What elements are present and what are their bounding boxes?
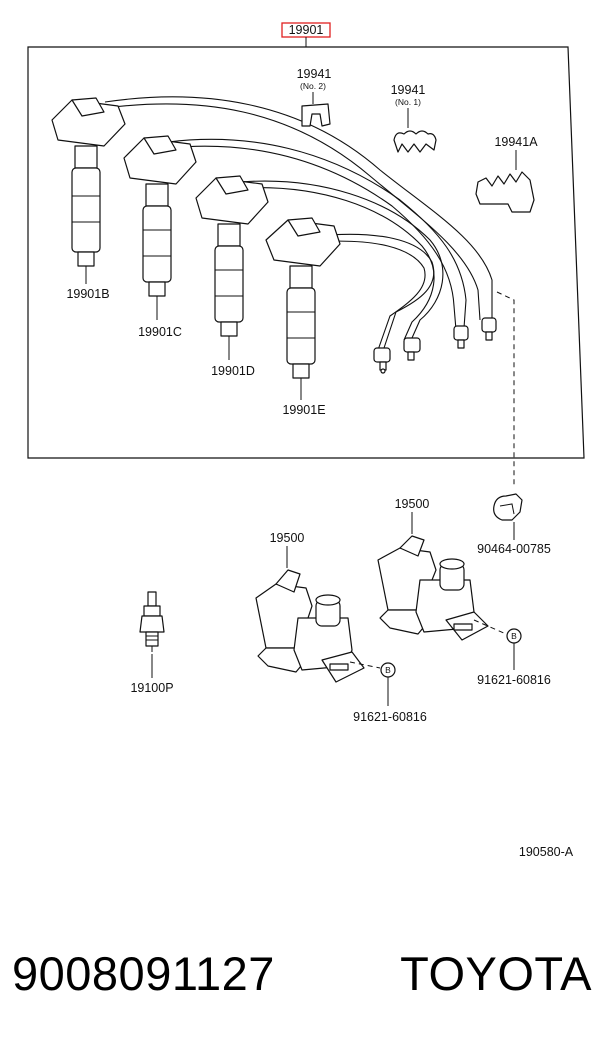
cord-boot-b	[51, 97, 126, 267]
label-coil-left: 19500	[270, 531, 305, 545]
label-coil-right: 19500	[395, 497, 430, 511]
holder-no1	[393, 130, 437, 153]
label-cord-e: 19901E	[282, 403, 325, 417]
label-bolt-left: 91621-60816	[353, 710, 427, 724]
bolt-marker-left-label: B	[385, 665, 391, 675]
label-holder-a: 19941A	[494, 135, 538, 149]
wire-terminals	[373, 317, 497, 374]
ignition-coil-left	[255, 569, 365, 683]
assembly-label: 19901	[289, 23, 324, 37]
figure-reference: 190580-A	[519, 845, 574, 859]
label-cord-b: 19901B	[66, 287, 109, 301]
assembly-frame	[27, 46, 585, 459]
cord-boot-c	[123, 135, 197, 297]
label-spark-plug: 19100P	[130, 681, 173, 695]
holder-a	[475, 171, 535, 213]
spark-plug	[139, 591, 165, 652]
bolt-marker-right-label: B	[511, 631, 517, 641]
label-bolt-right: 91621-60816	[477, 673, 551, 687]
cord-boot-d	[195, 175, 269, 337]
label-holder-no1-sub: (No. 1)	[395, 97, 421, 107]
footer: 9008091127 TOYOTA	[12, 938, 592, 1008]
cord-boot-e	[265, 217, 341, 379]
clamp	[493, 493, 523, 521]
label-cord-d: 19901D	[211, 364, 255, 378]
label-holder-no2-sub: (No. 2)	[300, 81, 326, 91]
label-holder-no1: 19941	[391, 83, 426, 97]
footer-part-number: 9008091127	[12, 946, 275, 1000]
holder-no2	[301, 103, 331, 127]
label-cord-c: 19901C	[138, 325, 182, 339]
label-clamp: 90464-00785	[477, 542, 551, 556]
ignition-coil-right	[377, 535, 489, 641]
dashed-connector	[496, 291, 515, 488]
ignition-wires	[104, 96, 493, 351]
footer-brand: TOYOTA	[400, 946, 592, 1000]
label-holder-no2: 19941	[297, 67, 332, 81]
